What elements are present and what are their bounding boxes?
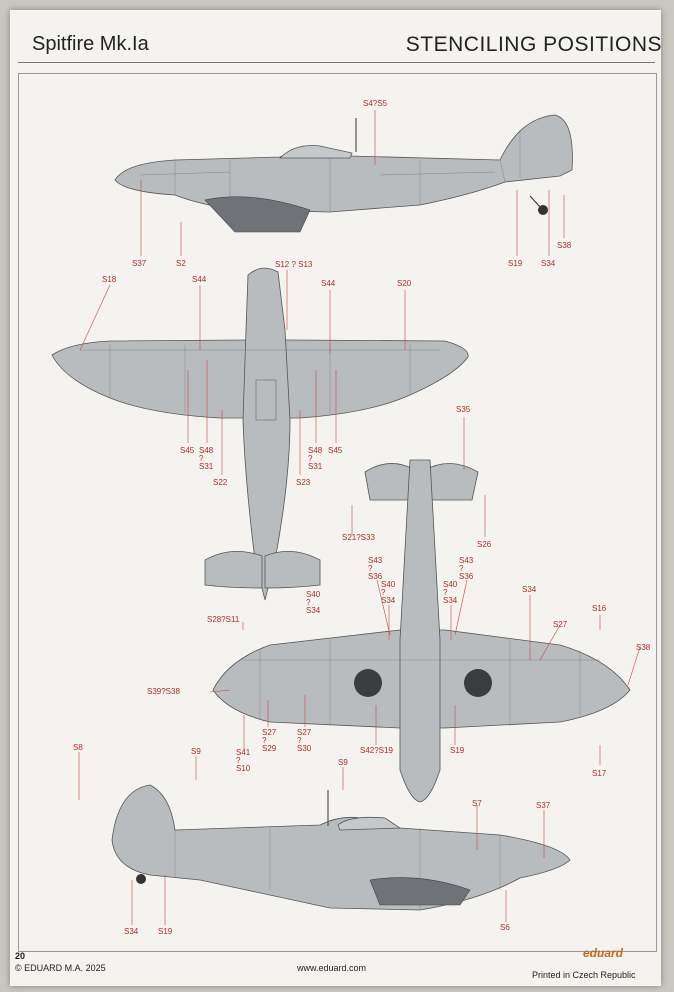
callout-top-9: S48?S31 (308, 446, 323, 471)
callout-under-18: S42?S19 (360, 746, 393, 755)
callout-side-bottom-8: S6 (500, 923, 510, 932)
side-view-right-profile (111, 784, 571, 911)
callout-top-6: S45 (180, 446, 195, 455)
callout-under-15: S27?S29 (262, 728, 277, 753)
callout-top-4: S44 (321, 279, 336, 288)
callout-under-19: S19 (450, 746, 465, 755)
callout-under-20: S17 (592, 769, 607, 778)
callout-top-8: S22 (213, 478, 228, 487)
section-title: STENCILING POSITIONS (405, 33, 662, 56)
callout-under-5: S43?S36 (459, 556, 474, 581)
callout-side-bottom-2: S9 (191, 747, 201, 756)
callout-under-2: S26 (477, 540, 492, 549)
header-rule (18, 62, 655, 63)
callout-side-top-3: S2 (176, 259, 186, 268)
callout-top-5: S20 (397, 279, 412, 288)
callout-top-7: S48?S31 (199, 446, 214, 471)
callout-under-16: S27?S30 (297, 728, 312, 753)
side-view-left-profile (114, 114, 573, 233)
callout-under-6: S40?S34 (381, 580, 396, 605)
callout-top-1: S18 (102, 275, 117, 284)
callout-side-bottom-1: S8 (73, 743, 83, 752)
callout-side-bottom-7: S19 (158, 927, 173, 936)
callout-under-9: S34 (522, 585, 537, 594)
callout-under-4: S43?S36 (368, 556, 383, 581)
callout-under-1: S35 (456, 405, 471, 414)
leader-lines (78, 110, 641, 925)
callout-side-top-4: S19 (508, 259, 523, 268)
callout-side-bottom-5: S37 (536, 801, 551, 810)
callout-top-2: S44 (192, 275, 207, 284)
callout-labels: S4?S5 S37 S2 S19 S34 S38 S18 S44 S12 ? S… (73, 99, 651, 936)
callout-under-17: S41?S10 (236, 748, 251, 773)
callout-under-11: S27 (553, 620, 568, 629)
callout-top-10: S45 (328, 446, 343, 455)
printed-note: Printed in Czech Republic (532, 970, 636, 980)
callout-side-top-2: S37 (132, 259, 147, 268)
callout-under-10: S16 (592, 604, 607, 613)
callout-side-bottom-6: S34 (124, 927, 139, 936)
website: www.eduard.com (297, 963, 367, 973)
callout-side-top-5: S34 (541, 259, 556, 268)
callout-under-12: S38 (636, 643, 651, 652)
copyright: © EDUARD M.A. 2025 (15, 963, 106, 973)
callout-side-bottom-3: S9 (338, 758, 348, 767)
plan-view-underside (212, 459, 631, 803)
callout-top-11: S23 (296, 478, 311, 487)
brand-logo: eduard (583, 946, 624, 960)
callout-under-3: S21?S33 (342, 533, 375, 542)
callout-under-7: S40?S34 (443, 580, 458, 605)
callout-under-8: S40?S34 (306, 590, 321, 615)
callout-side-top-1: S4?S5 (363, 99, 388, 108)
callout-side-bottom-4: S7 (472, 799, 482, 808)
callout-top-3: S12 ? S13 (275, 260, 313, 269)
drawing-frame (18, 73, 657, 952)
page-number: 20 (15, 951, 26, 961)
callout-under-14: S39?S38 (147, 687, 180, 696)
aircraft-title: Spitfire Mk.Ia (32, 33, 149, 55)
callout-side-top-6: S38 (557, 241, 572, 250)
callout-under-13: S28?S11 (207, 615, 240, 624)
plan-view-top (51, 267, 469, 601)
